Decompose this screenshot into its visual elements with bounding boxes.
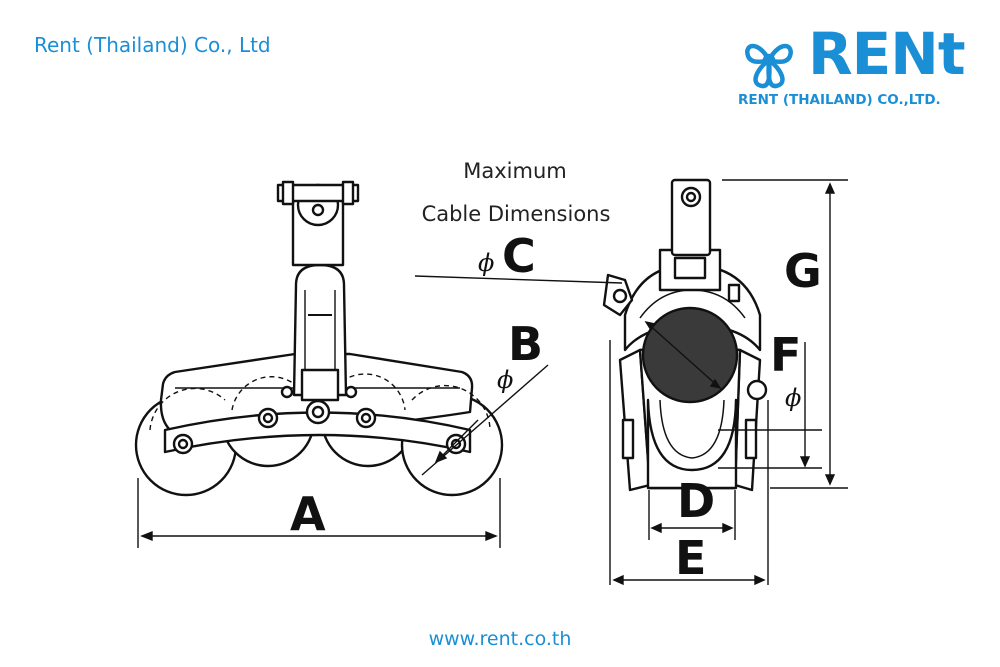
caption-line-2: Cable Dimensions <box>422 202 611 226</box>
dimension-lines <box>137 179 848 586</box>
label-g: G <box>784 244 822 298</box>
company-name: Rent (Thailand) Co., Ltd <box>34 33 271 57</box>
phi-symbol-b: ϕ <box>497 366 513 394</box>
flower-icon <box>745 43 793 89</box>
logo-word: RENt <box>808 20 966 88</box>
frame-bolts <box>172 385 467 455</box>
label-e: E <box>675 531 706 585</box>
label-d: D <box>677 474 715 528</box>
pulley-bolt <box>276 183 360 203</box>
phi-symbol-c: ϕ <box>478 249 494 277</box>
label-b: B <box>508 317 543 371</box>
label-c: C <box>502 229 536 283</box>
label-a: A <box>290 487 326 541</box>
label-f: F <box>770 328 801 382</box>
cable-cross-section <box>641 306 739 404</box>
cable-clamp-front-view <box>602 178 768 492</box>
hanger-clamp <box>300 368 340 402</box>
brand-logo[interactable]: RENt RENT (THAILAND) CO.,LTD. <box>738 20 968 110</box>
roller-guide-side-view <box>134 180 504 497</box>
logo-subtitle: RENT (THAILAND) CO.,LTD. <box>738 92 941 108</box>
phi-symbol-f: ϕ <box>785 384 801 412</box>
saddle <box>646 398 738 490</box>
footer-url-link[interactable]: www.rent.co.th <box>428 628 572 650</box>
caption-line-1: Maximum <box>463 159 566 183</box>
